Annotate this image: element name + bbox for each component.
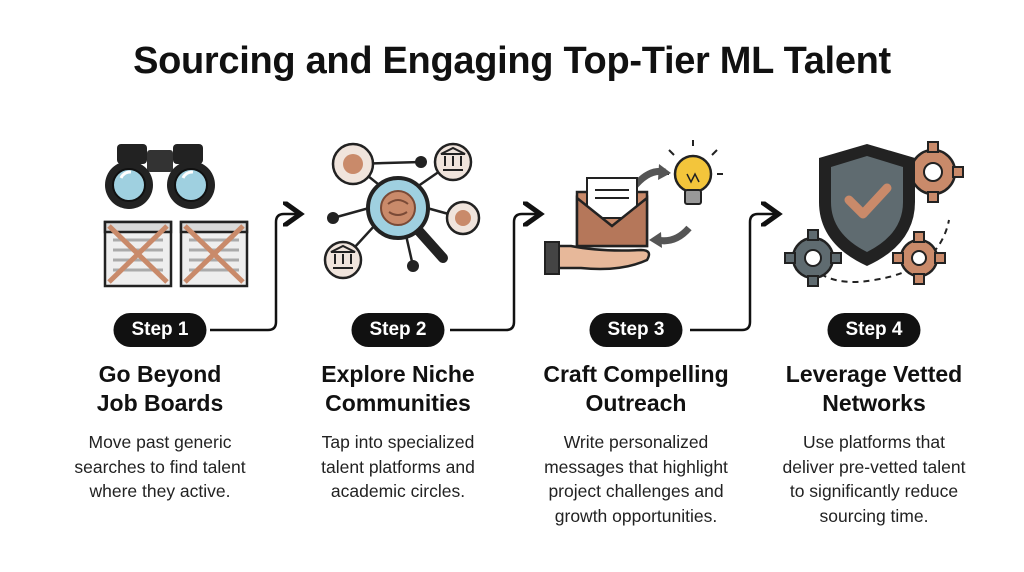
page-title: Sourcing and Engaging Top-Tier ML Talent (133, 40, 891, 82)
step-2-title: Explore Niche Communities (321, 361, 475, 416)
shield-check-gears-icon (784, 141, 964, 287)
envelope-hand-lightbulb-icon (544, 140, 723, 275)
step-3-title: Craft Compelling Outreach (543, 361, 729, 416)
step-4-title: Leverage Vetted Networks (785, 361, 963, 416)
step-2-description: Tap into specialized talent platforms an… (321, 432, 475, 501)
step-1-title: Go Beyond Job Boards (96, 361, 224, 416)
step-1-description: Move past generic searches to find talen… (74, 432, 246, 501)
step-3-pill: Step 3 (589, 313, 683, 347)
step-4-pill: Step 4 (827, 313, 921, 347)
binoculars-crossed-job-boards-icon (103, 144, 249, 288)
step-2-pill: Step 2 (351, 313, 445, 347)
step-3-description: Write personalized messages that highlig… (544, 432, 728, 526)
network-brain-magnifier-icon (323, 142, 481, 280)
step-4-description: Use platforms that deliver pre-vetted ta… (782, 432, 966, 526)
step-1-pill: Step 1 (113, 313, 207, 347)
